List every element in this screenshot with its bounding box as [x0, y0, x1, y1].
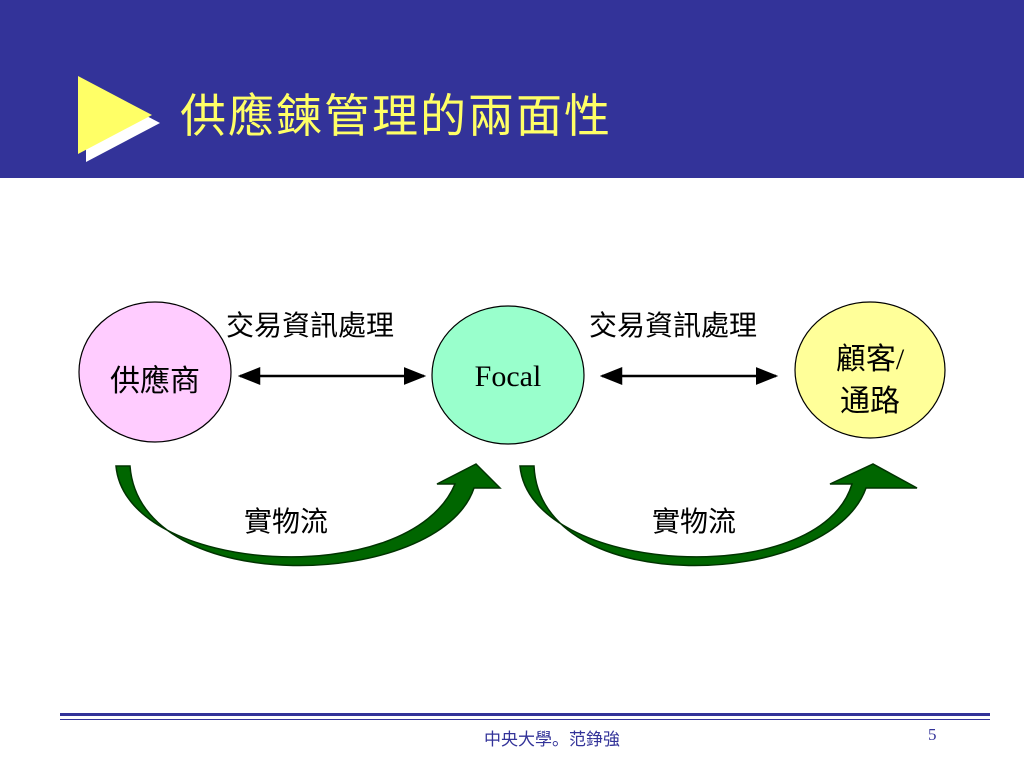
physical-flow-label-left: 實物流 [244, 507, 329, 538]
focal-node [431, 305, 585, 445]
info-flow-label-right: 交易資訊處理 [589, 311, 758, 342]
customer-label-line1: 顧客/ [835, 343, 905, 376]
footer-divider [60, 713, 990, 716]
physical-flow-arrow-right [519, 463, 918, 567]
play-triangle-icon [78, 76, 160, 162]
supplier-node [78, 301, 232, 443]
footer-credit: 中央大學。范錚強 [484, 730, 620, 749]
title-bar [0, 0, 1024, 178]
footer-divider-thin [60, 719, 990, 720]
focal-label: Focal [474, 360, 542, 393]
physical-flow-label-right: 實物流 [652, 507, 737, 538]
slide-title: 供應鍊管理的兩面性 [180, 89, 612, 143]
customer-node [794, 301, 946, 439]
supplier-label: 供應商 [110, 365, 200, 398]
page-number: 5 [928, 725, 937, 744]
physical-flow-arrow-left [115, 463, 502, 567]
info-flow-label-left: 交易資訊處理 [226, 311, 395, 342]
customer-label-line2: 通路 [840, 385, 900, 418]
